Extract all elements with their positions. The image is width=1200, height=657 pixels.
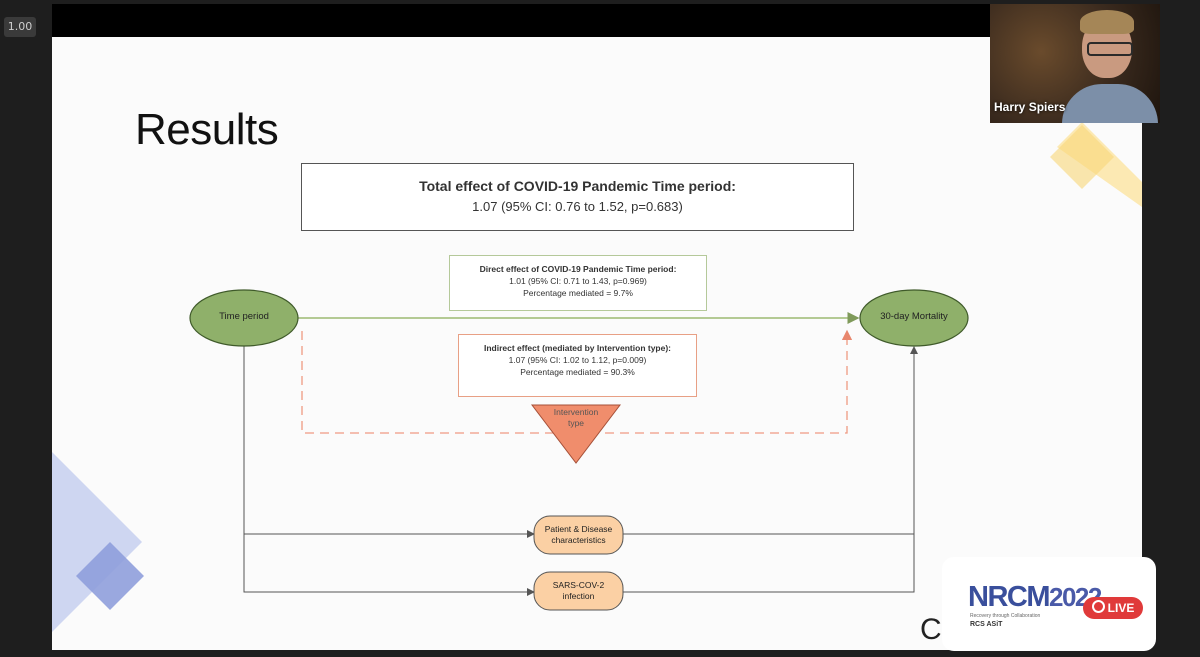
slide-title: Results — [135, 105, 279, 154]
sars-label-line2: infection — [562, 591, 595, 601]
decor-diamond-large — [52, 452, 142, 632]
live-badge: LIVE — [1083, 597, 1143, 619]
nrcm-logo-text: NRCM — [968, 581, 1051, 613]
indirect-effect-value: 1.07 (95% CI: 1.02 to 1.12, p=0.009) — [508, 355, 647, 365]
speaker-name-label: Harry Spiers — [994, 100, 1066, 114]
patient-disease-node — [533, 515, 624, 555]
partial-slide-letter: C — [920, 613, 942, 646]
intervention-label-line1: Intervention — [553, 407, 599, 417]
total-effect-title: Total effect of COVID-19 Pandemic Time p… — [419, 178, 736, 194]
indirect-effect-box: Indirect effect (mediated by Interventio… — [458, 334, 697, 397]
intervention-type-label: Intervention type — [536, 407, 616, 429]
speaker-glasses — [1087, 42, 1133, 56]
speaker-webcam-tile[interactable]: Harry Spiers — [990, 4, 1160, 123]
live-play-icon — [1091, 600, 1105, 613]
presentation-slide: Results Total effect of COVID-19 Pandemi… — [52, 37, 1142, 650]
patient-label-line2: characteristics — [551, 535, 606, 545]
direct-effect-box: Direct effect of COVID-19 Pandemic Time … — [449, 255, 707, 311]
nrcm-logo: NRCM2022 — [968, 581, 1102, 614]
decor-diamond-yellow-2 — [1050, 125, 1114, 189]
patient-disease-label: Patient & Disease characteristics — [534, 524, 623, 546]
speaker-hair — [1080, 10, 1134, 34]
decor-diamond-small — [76, 542, 144, 610]
live-label: LIVE — [1107, 601, 1135, 615]
time-period-node — [189, 289, 299, 347]
mortality-node — [859, 289, 969, 347]
intervention-label-line2: type — [567, 418, 585, 428]
sars-cov-2-node — [533, 571, 624, 611]
total-effect-box: Total effect of COVID-19 Pandemic Time p… — [301, 163, 854, 231]
indirect-effect-percentage: Percentage mediated = 90.3% — [520, 367, 635, 377]
time-period-label: Time period — [219, 311, 269, 322]
patient-label-line1: Patient & Disease — [544, 524, 613, 534]
outcome-path-sars — [623, 347, 915, 593]
pathway-diagram — [52, 122, 1142, 632]
slide-top-bar — [52, 4, 1142, 37]
total-effect-value: 1.07 (95% CI: 0.76 to 1.52, p=0.683) — [472, 199, 683, 214]
sars-cov-2-label: SARS-COV-2 infection — [534, 580, 623, 602]
confounder-path-sars — [243, 534, 535, 596]
indirect-dashed-path — [301, 329, 853, 434]
sponsor-logos: RCS ASiT — [970, 621, 1003, 628]
direct-effect-value: 1.01 (95% CI: 0.71 to 1.43, p=0.969) — [509, 276, 647, 286]
indirect-effect-title: Indirect effect (mediated by Interventio… — [483, 343, 672, 353]
nrcm-tagline: Recovery through Collaboration — [970, 613, 1041, 619]
direct-effect-percentage: Percentage mediated = 9.7% — [523, 288, 633, 298]
intervention-type-node — [530, 404, 622, 464]
zoom-level-badge[interactable]: 1.00 — [4, 17, 36, 37]
direct-effect-title: Direct effect of COVID-19 Pandemic Time … — [479, 264, 677, 274]
sars-label-line1: SARS-COV-2 — [552, 580, 605, 590]
mortality-label: 30-day Mortality — [880, 311, 948, 322]
nrcm-2022-logo-overlay: NRCM2022 Recovery through Collaboration … — [942, 557, 1156, 651]
